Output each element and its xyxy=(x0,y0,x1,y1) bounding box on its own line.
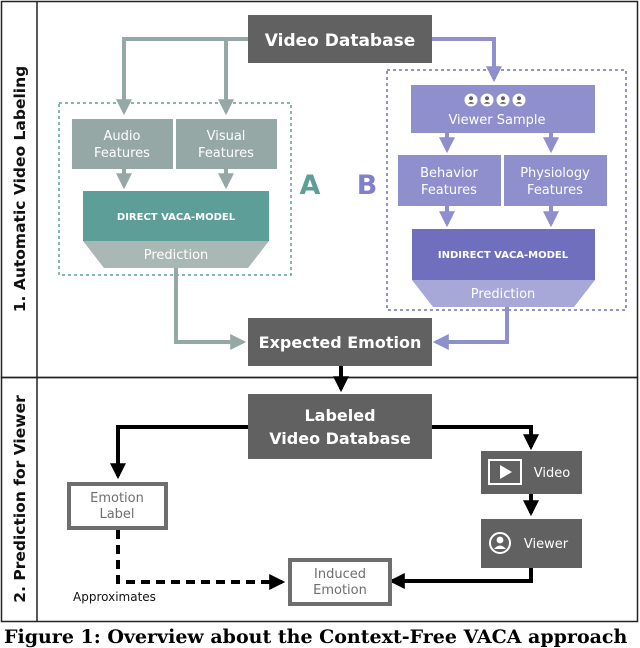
physiology-features-label-line2: Features xyxy=(527,183,583,198)
viewer-label: Viewer xyxy=(524,537,569,552)
visual-features-label-line2: Features xyxy=(198,146,254,161)
behavior-features-label-line1: Behavior xyxy=(420,166,478,181)
viewer-box xyxy=(481,519,582,568)
induced-emotion-label-line2: Emotion xyxy=(313,583,367,598)
emotion-label-text-line2: Label xyxy=(99,507,134,522)
connector-direct-to-expected xyxy=(174,268,247,350)
expected-emotion-label: Expected Emotion xyxy=(259,333,422,352)
person-icon xyxy=(489,532,511,554)
video-database-box xyxy=(248,15,432,63)
behavior-features-label-line2: Features xyxy=(421,183,477,198)
behavior-features-box xyxy=(398,155,501,206)
audio-features-box xyxy=(72,119,173,169)
emotion-label-text-line1: Emotion xyxy=(90,491,144,506)
connector-labeled-to-video xyxy=(432,425,539,451)
audio-features-label-line1: Audio xyxy=(104,129,141,144)
indirect-prediction-label: Prediction xyxy=(471,287,536,302)
section-label-prediction-for-viewer: 2. Prediction for Viewer xyxy=(11,395,29,603)
visual-features-label-line1: Visual xyxy=(207,129,246,144)
path-a-label: A xyxy=(300,170,321,201)
physiology-features-box xyxy=(504,155,607,206)
video-box xyxy=(481,451,582,494)
induced-emotion-box xyxy=(288,558,392,606)
path-b-label: B xyxy=(357,170,378,201)
connector-db-to-audio xyxy=(116,37,248,116)
connector-viewer-to-induced xyxy=(388,568,533,589)
approximates-label: Approximates xyxy=(73,590,156,604)
expected-emotion-box xyxy=(248,318,432,366)
emotion-label-box xyxy=(67,482,168,530)
connector-indirect-to-expected xyxy=(432,307,509,350)
labeled-video-database-label-line2: Video Database xyxy=(269,429,411,448)
connector-db-to-viewer-sample xyxy=(432,37,502,83)
direct-model-box xyxy=(83,191,269,241)
section-frame-prediction xyxy=(0,376,639,623)
play-icon xyxy=(488,459,522,485)
indirect-prediction-shape xyxy=(412,280,595,307)
viewer-sample-label: Viewer Sample xyxy=(448,113,545,128)
vaca-overview-diagram: 1. Automatic Video Labeling 2. Predictio… xyxy=(0,0,639,623)
video-label: Video xyxy=(534,466,570,481)
visual-features-box xyxy=(176,119,277,169)
audio-features-label-line2: Features xyxy=(94,146,150,161)
figure-caption: Figure 1: Overview about the Context-Fre… xyxy=(4,626,628,648)
video-database-label: Video Database xyxy=(265,31,415,51)
viewer-sample-people-icon xyxy=(464,93,526,107)
direct-prediction-shape xyxy=(83,241,269,268)
connector-approximates xyxy=(116,530,286,590)
labeled-video-database-label-line1: Labeled xyxy=(304,406,375,425)
direct-prediction-label: Prediction xyxy=(144,248,209,263)
induced-emotion-label-line1: Induced xyxy=(314,567,366,582)
indirect-model-box xyxy=(412,229,595,280)
viewer-sample-box xyxy=(411,85,595,133)
physiology-features-label-line1: Physiology xyxy=(520,166,590,181)
section-label-automatic-labeling: 1. Automatic Video Labeling xyxy=(11,66,29,312)
indirect-model-label: INDIRECT VACA-MODEL xyxy=(438,250,569,261)
connector-labeled-to-emotion-label xyxy=(110,425,248,480)
direct-model-label: DIRECT VACA-MODEL xyxy=(117,212,236,223)
labeled-video-database-box xyxy=(248,394,432,459)
group-a-dashed-box xyxy=(58,102,292,276)
